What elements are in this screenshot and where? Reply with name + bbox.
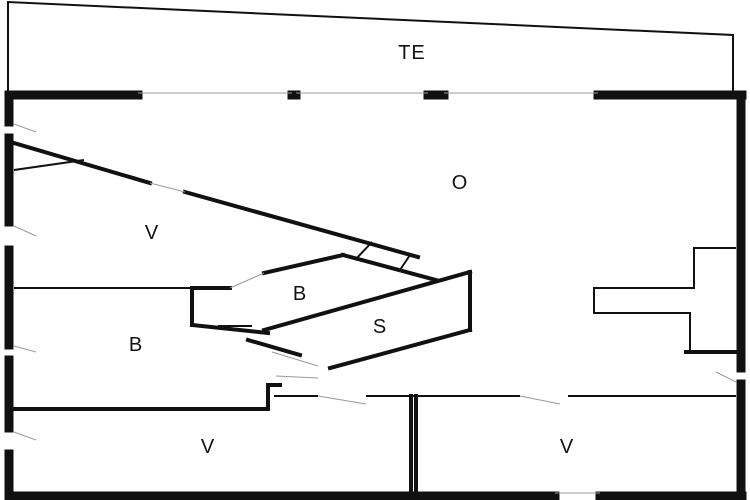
room-label-bedroom-bottom-left: V (201, 436, 215, 458)
room-label-bathroom-left: B (129, 334, 143, 356)
bath-wall-top (340, 252, 439, 283)
windows (138, 92, 600, 494)
bath-wall-bottom (189, 322, 271, 336)
door-bedroom-v (149, 182, 186, 193)
door-left-2 (13, 225, 37, 237)
door-corridor-2 (519, 395, 561, 405)
interior-walls (11, 140, 738, 498)
storage-wall-bottom (327, 327, 473, 371)
kitchen-counter (593, 247, 736, 352)
doors (13, 123, 737, 441)
door-right (715, 371, 737, 383)
shaft-line-1 (354, 241, 373, 261)
room-label-bedroom-upper-left: V (145, 222, 159, 244)
room-label-bathroom-small: B (293, 283, 307, 305)
storage-wall-top (261, 269, 473, 333)
terrace-area (7, 0, 734, 93)
bath-wall-left-top (261, 252, 346, 276)
room-label-storage: S (373, 316, 387, 338)
diagonal-wall-long (182, 189, 421, 260)
closet-line (13, 159, 85, 171)
door-bath-small (229, 272, 265, 289)
door-corridor-1 (317, 395, 367, 405)
terrace-outline (7, 0, 734, 93)
diagonal-wall-upper (11, 140, 153, 186)
door-left-1 (13, 123, 37, 133)
door-storage-2 (275, 375, 319, 379)
room-label-bedroom-bottom-right: V (560, 436, 574, 458)
door-storage-1 (271, 351, 319, 367)
room-label-open-area: O (452, 172, 469, 194)
room-label-terrace: TE (398, 42, 426, 64)
room-labels: TE O V B B S V V (129, 42, 574, 458)
storage-wall-left (245, 337, 303, 358)
door-left-4 (13, 431, 37, 441)
door-left-3 (13, 345, 37, 353)
exterior-walls (4, 90, 747, 500)
shaft-line-2 (399, 254, 411, 271)
